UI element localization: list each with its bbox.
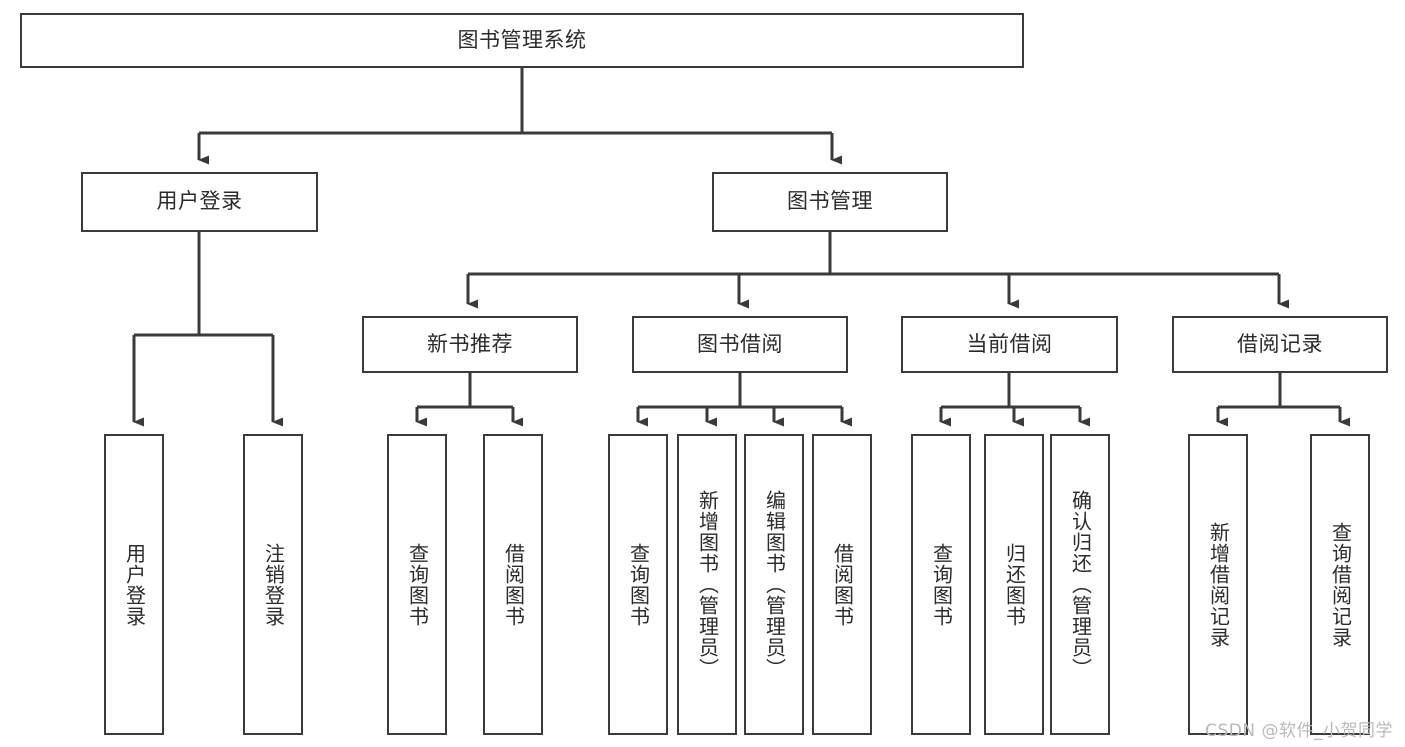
leaf-node-label: 新增图书（管理员） [695, 490, 720, 679]
leaf-node-label: 借阅图书 [830, 542, 855, 627]
node-current-borrow-label: 当前借阅 [966, 331, 1053, 356]
node-book-borrow-label: 图书借阅 [697, 331, 783, 356]
leaf-node[interactable]: 借阅图书 [483, 434, 543, 735]
leaf-node[interactable]: 新增借阅记录 [1188, 434, 1248, 735]
leaf-node-label: 借阅图书 [501, 542, 526, 627]
leaf-node[interactable]: 归还图书 [984, 434, 1044, 735]
leaf-node[interactable]: 注销登录 [243, 434, 303, 735]
node-new-book-recommend-label: 新书推荐 [427, 331, 513, 356]
leaf-node-label: 用户登录 [122, 542, 147, 627]
leaf-node[interactable]: 查询图书 [608, 434, 668, 735]
node-user-login[interactable]: 用户登录 [81, 172, 318, 232]
leaf-node[interactable]: 借阅图书 [812, 434, 872, 735]
leaf-node-label: 查询图书 [626, 542, 651, 627]
node-borrow-record[interactable]: 借阅记录 [1172, 316, 1388, 373]
node-borrow-record-label: 借阅记录 [1237, 331, 1323, 356]
leaf-node[interactable]: 用户登录 [104, 434, 164, 735]
leaf-node-label: 归还图书 [1002, 542, 1027, 627]
leaf-node-label: 查询借阅记录 [1328, 521, 1353, 648]
leaf-node-label: 注销登录 [261, 542, 286, 627]
node-new-book-recommend[interactable]: 新书推荐 [362, 316, 578, 373]
leaf-node-label: 确认归还（管理员） [1068, 490, 1093, 679]
node-current-borrow[interactable]: 当前借阅 [901, 316, 1118, 373]
csdn-watermark: CSDN @软件_小贺同学 [1205, 721, 1393, 741]
leaf-node-label: 新增借阅记录 [1206, 521, 1231, 648]
node-book-management-label: 图书管理 [787, 189, 873, 214]
leaf-node-label: 查询图书 [929, 542, 954, 627]
node-root-label: 图书管理系统 [457, 27, 587, 52]
node-user-login-label: 用户登录 [156, 189, 243, 214]
leaf-node-label: 编辑图书（管理员） [762, 490, 787, 679]
leaf-node[interactable]: 编辑图书（管理员） [744, 434, 804, 735]
node-book-borrow[interactable]: 图书借阅 [632, 316, 848, 373]
leaf-node[interactable]: 新增图书（管理员） [677, 434, 737, 735]
leaf-node-label: 查询图书 [405, 542, 430, 627]
leaf-node[interactable]: 查询借阅记录 [1310, 434, 1370, 735]
leaf-node[interactable]: 确认归还（管理员） [1050, 434, 1110, 735]
node-root[interactable]: 图书管理系统 [20, 13, 1024, 68]
leaf-node[interactable]: 查询图书 [387, 434, 447, 735]
node-book-management[interactable]: 图书管理 [712, 172, 948, 232]
leaf-node[interactable]: 查询图书 [911, 434, 971, 735]
